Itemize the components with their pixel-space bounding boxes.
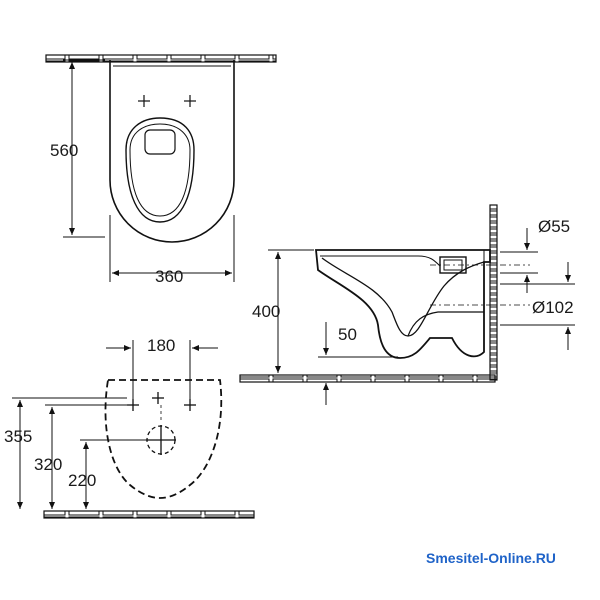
seat-line	[320, 255, 441, 267]
wall-strip-top	[45, 54, 277, 63]
dim-label-360: 360	[155, 267, 184, 286]
wall-strip-side	[489, 204, 498, 381]
dim-label-102: Ø102	[532, 298, 574, 317]
dim-label-220: 220	[68, 471, 97, 490]
bowl-rim-line	[316, 249, 485, 262]
dim-label-320: 320	[34, 455, 63, 474]
side-view	[239, 204, 575, 405]
bowl-profile-inner	[321, 257, 485, 337]
flush-outlet-top	[144, 129, 176, 155]
watermark-text: Smesitel-Online.RU	[426, 550, 556, 566]
floor-strip-mount	[43, 510, 255, 519]
trap-outlet	[407, 311, 484, 337]
water-supply-point	[146, 425, 176, 455]
bowl-outline-top	[109, 60, 235, 243]
dim-label-50: 50	[338, 325, 357, 344]
bowl-outline-dashed	[104, 379, 223, 499]
mounting-view	[12, 340, 255, 519]
dim-label-355: 355	[4, 427, 33, 446]
dim-label-560: 560	[50, 141, 79, 160]
fixing-point-right	[184, 95, 196, 107]
dim-label-180: 180	[147, 336, 176, 355]
floor-strip-side	[239, 374, 496, 383]
top-view	[45, 54, 277, 282]
bowl-opening-inner	[129, 123, 191, 217]
dim-label-55: Ø55	[538, 217, 571, 236]
bowl-opening-top	[125, 117, 195, 223]
bowl-profile-outer	[315, 249, 491, 359]
dim-label-400: 400	[252, 302, 281, 321]
fixing-point-left	[138, 95, 150, 107]
fixing-point-lower-left	[152, 392, 164, 404]
